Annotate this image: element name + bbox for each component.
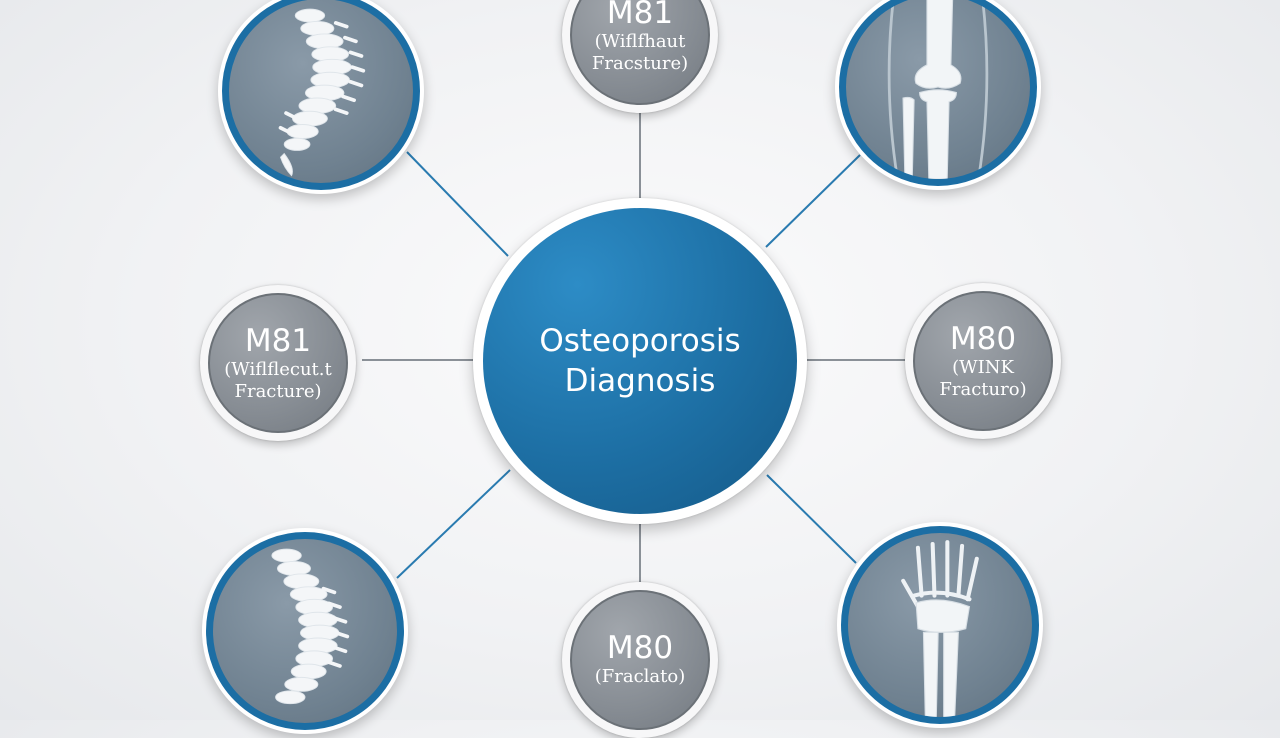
connector-top-left — [406, 151, 509, 257]
code-node-left[interactable]: M81 (Wiflflecut.t Fracture) — [200, 285, 356, 441]
center-node[interactable]: Osteoporosis Diagnosis — [473, 198, 807, 524]
image-ring — [841, 526, 1039, 724]
image-node-bottom-left[interactable] — [202, 528, 408, 734]
connector-bottom-right — [766, 474, 857, 564]
code-subtitle-line1: (Fraclato) — [594, 666, 686, 687]
connector-bottom-left — [396, 469, 511, 579]
code-subtitle-line1: (Wiflfhaut — [594, 31, 686, 52]
center-node-fill: Osteoporosis Diagnosis — [483, 208, 797, 514]
code-subtitle-line1: (Wiflflecut.t — [224, 359, 332, 380]
image-node-bottom-right[interactable] — [837, 522, 1043, 728]
code-label: M80 — [949, 321, 1017, 357]
code-label: M81 — [244, 323, 312, 359]
wrist-hand-bone-icon — [901, 540, 979, 717]
knee-leg-bone-icon — [887, 0, 989, 179]
connector-lines — [362, 112, 905, 582]
code-node-right-fill: M80 (WINK Fracturo) — [913, 291, 1053, 431]
code-node-bottom[interactable]: M80 (Fraclato) — [562, 582, 718, 738]
image-ring — [839, 0, 1037, 186]
code-node-bottom-fill: M80 (Fraclato) — [570, 590, 710, 730]
image-node-top-left[interactable] — [218, 0, 424, 194]
image-ring — [206, 532, 404, 730]
code-subtitle-line2: Fracturo) — [939, 379, 1027, 400]
image-node-top-right[interactable] — [835, 0, 1041, 190]
code-subtitle-line1: (WINK — [952, 357, 1014, 378]
code-subtitle-line2: Fracsture) — [591, 53, 689, 74]
code-node-top-fill: M81 (Wiflfhaut Fracsture) — [570, 0, 710, 105]
spine-icon — [278, 8, 366, 177]
code-subtitle-line2: Fracture) — [234, 381, 322, 402]
center-title-line2: Diagnosis — [564, 363, 716, 399]
spine-icon — [271, 548, 350, 705]
code-node-left-fill: M81 (Wiflflecut.t Fracture) — [208, 293, 348, 433]
code-label: M80 — [606, 630, 674, 666]
code-node-right[interactable]: M80 (WINK Fracturo) — [905, 283, 1061, 439]
connector-top-right — [765, 154, 861, 248]
center-title-line1: Osteoporosis — [539, 323, 741, 359]
code-node-top[interactable]: M81 (Wiflfhaut Fracsture) — [562, 0, 718, 113]
code-label: M81 — [606, 0, 674, 31]
image-ring — [222, 0, 420, 190]
